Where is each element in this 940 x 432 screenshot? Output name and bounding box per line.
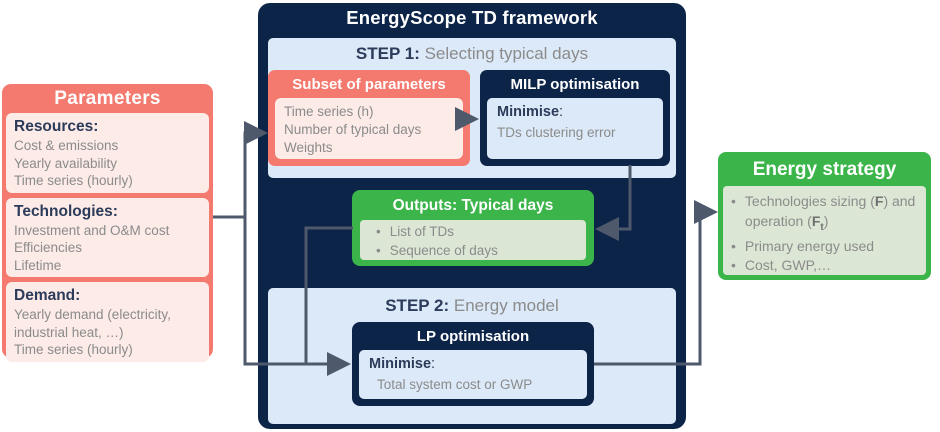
lp-objective: Total system cost or GWP	[377, 377, 533, 392]
subset-line: Time series (h)	[284, 104, 374, 119]
strategy-b1-mid: ) and operation (	[744, 193, 916, 229]
section-line: Lifetime	[14, 257, 62, 273]
framework-title: EnergyScope TD framework	[346, 7, 598, 28]
outputs-typical-days-box: Outputs: Typical days • List of TDs • Se…	[352, 190, 594, 266]
lp-minimise-colon: :	[431, 356, 436, 372]
parameters-section-resources: Resources: Cost & emissions Yearly avail…	[6, 113, 209, 193]
strategy-bullet-text: Primary energy used	[744, 237, 875, 254]
outputs-bullet-text: Sequence of days	[389, 243, 498, 258]
parameters-section-technologies: Technologies: Investment and O&M cost Ef…	[6, 197, 209, 277]
section-line: Time series (hourly)	[14, 342, 133, 357]
outputs-bullet-text: List of TDs	[389, 224, 455, 239]
energy-strategy-title: Energy strategy	[752, 159, 897, 180]
lp-minimise-label: Minimise	[369, 356, 432, 372]
subset-line: Weights	[284, 140, 333, 155]
milp-body: Minimise: TDs clustering error	[487, 98, 663, 159]
section-heading-demand: Demand:	[14, 287, 81, 304]
lp-header: LP optimisation	[416, 328, 530, 345]
step2-title: STEP 2: Energy model	[268, 296, 676, 316]
strategy-bullet-item: • Technologies sizing (F) and operation …	[731, 192, 924, 237]
lp-optimisation-box: LP optimisation Minimise: Total system c…	[352, 322, 594, 406]
section-line: Efficiencies	[14, 240, 83, 255]
step1-label: STEP 1:	[355, 44, 420, 63]
strategy-b1-f2: F	[811, 212, 821, 229]
outputs-header: Outputs: Typical days	[392, 197, 554, 214]
outputs-bullet-item: • Sequence of days	[376, 241, 586, 260]
step1-title: STEP 1: Selecting typical days	[268, 44, 676, 64]
section-line: Yearly demand (electricity, industrial h…	[14, 307, 171, 340]
strategy-bullet-text: Cost, GWP,…	[744, 257, 831, 274]
strategy-b1-post: )	[823, 212, 829, 229]
section-line: Yearly availability	[14, 155, 118, 171]
lp-body: Minimise: Total system cost or GWP	[359, 350, 587, 399]
milp-objective: TDs clustering error	[497, 125, 616, 140]
parameters-title: Parameters	[54, 88, 161, 109]
strategy-bullet-text: Technologies sizing (F) and operation (F…	[745, 192, 924, 237]
section-line: Cost & emissions	[14, 138, 119, 153]
strategy-bullet-item: • Cost, GWP,…	[731, 256, 924, 276]
outputs-bullet-item: • List of TDs	[376, 222, 586, 241]
subset-of-parameters-box: Subset of parameters Time series (h) Num…	[268, 70, 470, 166]
milp-minimise-colon: :	[559, 104, 564, 120]
section-line: Time series (hourly)	[14, 173, 133, 188]
strategy-b1-sub: t	[820, 221, 824, 233]
strategy-b1-pre: Technologies sizing (	[744, 193, 875, 209]
subset-line: Number of typical days	[284, 122, 422, 137]
section-heading-technologies: Technologies:	[14, 202, 118, 220]
step1-title-text: Selecting typical days	[424, 44, 589, 63]
bullet-icon: •	[731, 237, 736, 254]
section-line: Investment and O&M cost	[14, 222, 170, 238]
arrow-parameters-to-subset	[213, 121, 268, 219]
bullet-icon: •	[731, 193, 736, 209]
bullet-icon: •	[731, 257, 736, 274]
step2-title-text: Energy model	[453, 296, 559, 315]
energy-strategy-body: • Technologies sizing (F) and operation …	[723, 186, 926, 275]
bullet-icon: •	[376, 243, 381, 258]
section-heading-resources: Resources:	[14, 118, 99, 135]
strategy-bullet-item: • Primary energy used	[731, 237, 924, 257]
energy-strategy-box: Energy strategy • Technologies sizing (F…	[718, 152, 931, 280]
milp-header: MILP optimisation	[510, 76, 640, 93]
subset-body: Time series (h) Number of typical days W…	[275, 98, 463, 159]
strategy-b1-f: F	[874, 193, 884, 209]
milp-minimise-label: Minimise	[497, 104, 560, 120]
parameters-panel: Parameters Resources: Cost & emissions Y…	[2, 84, 213, 362]
bullet-icon: •	[376, 224, 381, 239]
subset-header: Subset of parameters	[292, 76, 446, 93]
milp-optimisation-box: MILP optimisation Minimise: TDs clusteri…	[480, 70, 670, 166]
step2-label: STEP 2:	[385, 296, 450, 315]
parameters-section-demand: Demand: Yearly demand (electricity, indu…	[6, 282, 209, 362]
outputs-body: • List of TDs • Sequence of days	[360, 220, 586, 260]
